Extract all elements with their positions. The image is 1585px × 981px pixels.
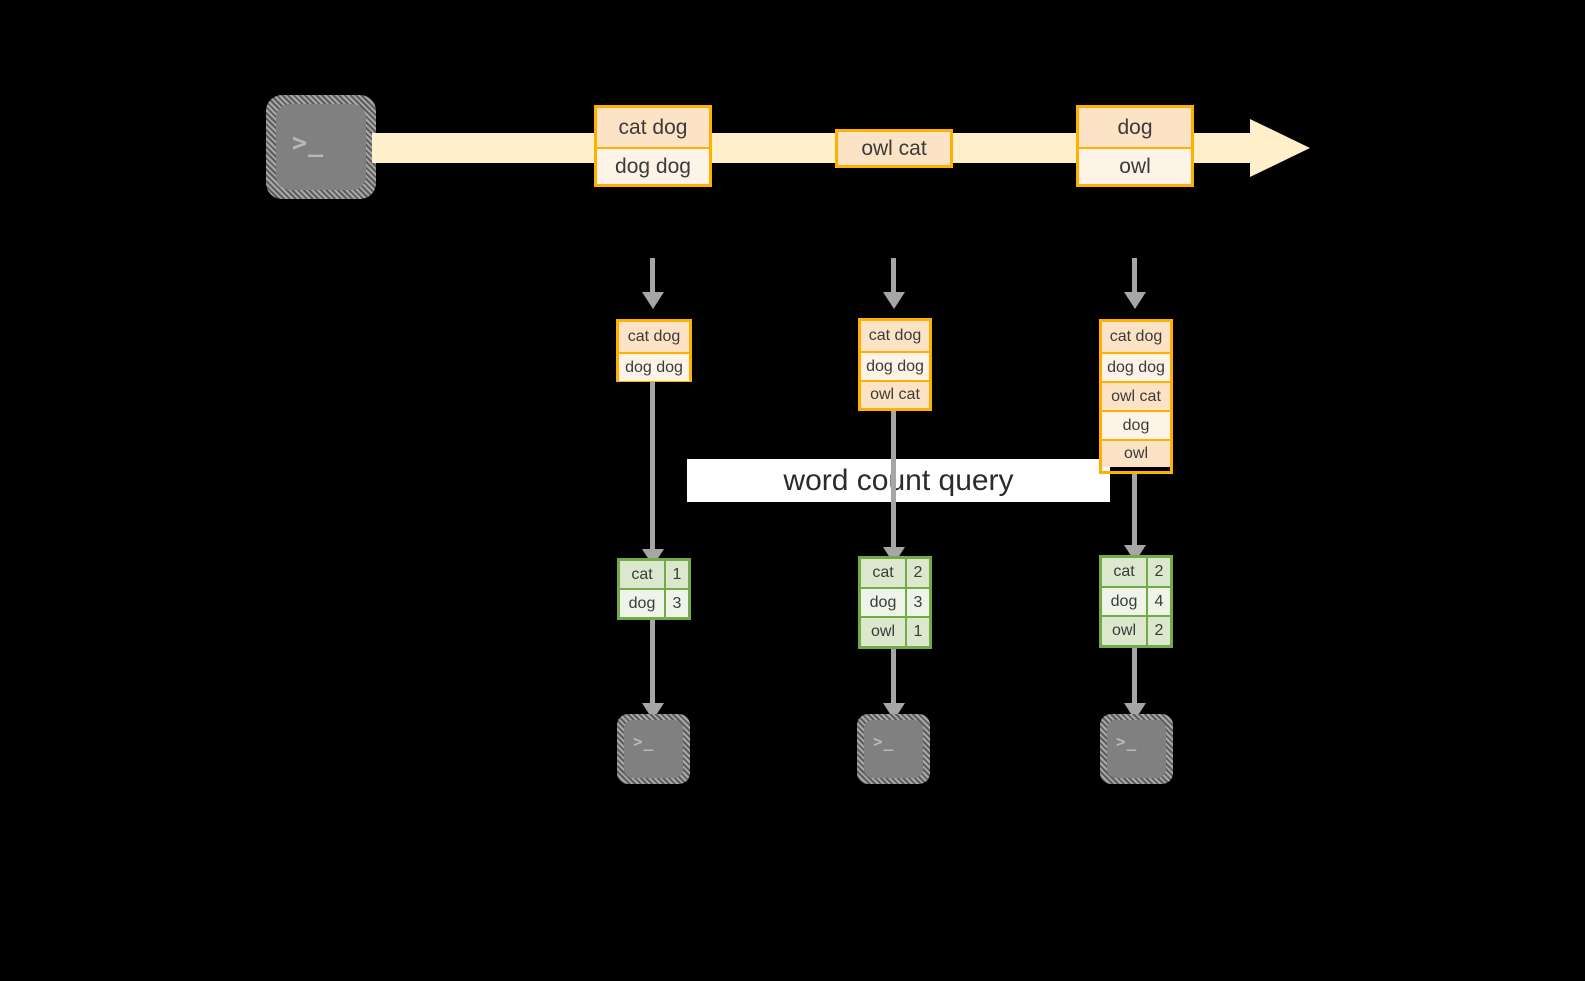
result-count-cell: 2	[1146, 558, 1170, 586]
table-row: dog 3	[620, 588, 688, 617]
result-count-cell: 2	[905, 559, 929, 587]
stream-event-line: owl	[1079, 147, 1191, 184]
table-row: owl 1	[861, 616, 929, 647]
result-count-cell: 1	[905, 618, 929, 647]
table-row: owl 2	[1102, 615, 1170, 646]
stream-event-line: owl cat	[838, 132, 950, 165]
snapshot-3-result-table: cat 2 dog 4 owl 2	[1099, 555, 1173, 648]
table-row: cat 2	[861, 559, 929, 587]
result-word-cell: cat	[861, 559, 905, 587]
event-stream-arrowhead	[1250, 119, 1310, 177]
terminal-prompt-glyph: >_	[873, 732, 895, 751]
snapshot-row: owl cat	[861, 380, 929, 408]
snapshot-row: dog	[1102, 410, 1170, 439]
snapshot-2-sink-terminal-icon: >_	[857, 714, 930, 784]
snapshot-row: owl	[1102, 439, 1170, 467]
snapshot-2-result-table: cat 2 dog 3 owl 1	[858, 556, 932, 649]
stream-event-line: cat dog	[597, 108, 709, 147]
snapshot-3-inlet-line	[1132, 258, 1137, 294]
snapshot-3-sink-terminal-icon: >_	[1100, 714, 1173, 784]
result-count-cell: 4	[1146, 587, 1170, 616]
result-word-cell: dog	[1102, 587, 1146, 616]
snapshot-3-input-box: cat dog dog dog owl cat dog owl	[1099, 319, 1173, 474]
result-count-cell: 1	[664, 561, 688, 588]
snapshot-2-query-line	[891, 411, 896, 552]
snapshot-1-inlet-line	[650, 258, 655, 294]
table-row: cat 1	[620, 561, 688, 588]
result-word-cell: owl	[1102, 617, 1146, 646]
result-word-cell: dog	[620, 590, 664, 617]
source-terminal-icon: >_	[266, 95, 376, 199]
snapshot-row: dog dog	[861, 351, 929, 380]
snapshot-row: cat dog	[861, 321, 929, 351]
snapshot-3-inlet-arrowhead	[1124, 292, 1146, 309]
snapshot-2-inlet-arrowhead	[883, 292, 905, 309]
result-word-cell: owl	[861, 618, 905, 647]
terminal-prompt-glyph: >_	[1116, 732, 1138, 751]
result-word-cell: cat	[620, 561, 664, 588]
snapshot-1-inlet-arrowhead	[642, 292, 664, 309]
snapshot-2-inlet-line	[891, 258, 896, 294]
stream-event-line: dog dog	[597, 147, 709, 184]
terminal-body	[276, 104, 366, 190]
snapshot-row: dog dog	[619, 352, 689, 381]
snapshot-3-query-line	[1132, 474, 1137, 552]
snapshot-1-query-line	[650, 382, 655, 554]
stream-event-group-3: dog owl	[1076, 105, 1194, 187]
result-count-cell: 2	[1146, 617, 1170, 646]
result-word-cell: cat	[1102, 558, 1146, 586]
table-row: cat 2	[1102, 558, 1170, 586]
stream-event-group-2: owl cat	[835, 129, 953, 168]
result-word-cell: dog	[861, 588, 905, 617]
snapshot-row: dog dog	[1102, 352, 1170, 381]
stream-event-line: dog	[1079, 108, 1191, 147]
snapshot-row: cat dog	[619, 322, 689, 352]
stream-event-group-1: cat dog dog dog	[594, 105, 712, 187]
terminal-body	[624, 720, 683, 778]
terminal-body	[864, 720, 923, 778]
snapshot-2-input-box: cat dog dog dog owl cat	[858, 318, 932, 411]
table-row: dog 4	[1102, 585, 1170, 616]
snapshot-2-sink-line	[891, 649, 896, 708]
terminal-prompt-glyph: >_	[633, 732, 655, 751]
snapshot-1-sink-line	[650, 620, 655, 708]
query-label-band	[687, 459, 1110, 502]
snapshot-1-input-box: cat dog dog dog	[616, 319, 692, 382]
terminal-prompt-glyph: >_	[292, 128, 325, 157]
snapshot-3-sink-line	[1132, 648, 1137, 708]
table-row: dog 3	[861, 586, 929, 617]
terminal-body	[1107, 720, 1166, 778]
result-count-cell: 3	[664, 590, 688, 617]
snapshot-row: owl cat	[1102, 381, 1170, 410]
snapshot-row: cat dog	[1102, 322, 1170, 352]
result-count-cell: 3	[905, 588, 929, 617]
snapshot-1-sink-terminal-icon: >_	[617, 714, 690, 784]
query-label: word count query	[783, 463, 1014, 497]
snapshot-1-result-table: cat 1 dog 3	[617, 558, 691, 620]
